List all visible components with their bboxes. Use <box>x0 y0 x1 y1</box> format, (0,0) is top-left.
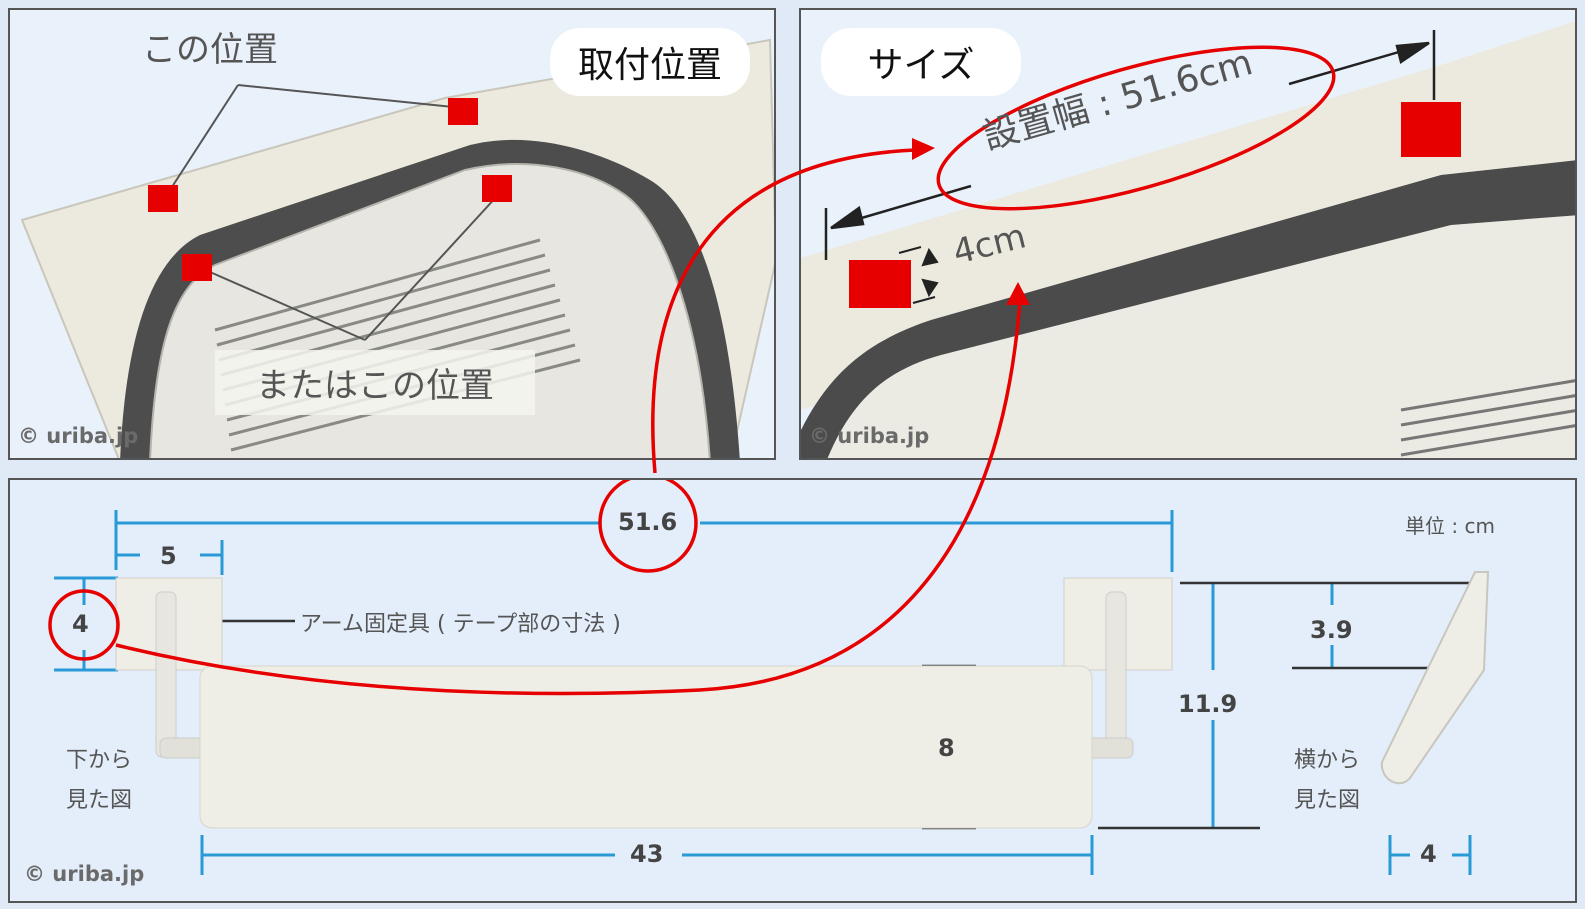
badge-mounting-position: 取付位置 <box>550 28 750 96</box>
badge-size: サイズ <box>821 28 1021 96</box>
copyright-1: © uriba.jp <box>18 424 139 448</box>
mounting-position-photo: この位置 取付位置 またはこの位置 © uriba.jp <box>8 8 776 460</box>
marker-right-outer <box>448 98 478 125</box>
deflector-panel <box>199 665 1093 829</box>
dimension-drawing: 51.6 5 4 アーム固定具 ( テープ部の寸法 ) 単位 : cm 8 43… <box>8 478 1577 903</box>
size-photo: サイズ 設置幅 : 51.6cm 4cm © uriba.jp <box>799 8 1577 460</box>
dim-side-bottom: 4 <box>1420 840 1437 868</box>
dimension-lines <box>48 480 1490 875</box>
label-alt-position: またはこの位置 <box>215 350 535 415</box>
marker-left-inner <box>182 254 212 281</box>
dim-side-top: 3.9 <box>1310 616 1353 644</box>
dim-tape-height: 4 <box>72 610 89 638</box>
view-bottom-line2: 見た図 <box>66 788 133 813</box>
dim-total-height: 11.9 <box>1178 690 1238 718</box>
marker-size-left <box>849 260 911 308</box>
marker-right-inner <box>482 175 512 202</box>
dim-tape-width: 5 <box>160 542 177 570</box>
dim-panel-width: 43 <box>630 840 664 868</box>
unit-label: 単位 : cm <box>1405 514 1495 538</box>
marker-left-outer <box>148 185 178 212</box>
view-side-line1: 横から <box>1294 748 1361 773</box>
view-bottom-line1: 下から <box>66 748 133 773</box>
dim-total-width: 51.6 <box>618 508 678 536</box>
marker-size-right <box>1401 102 1461 157</box>
label-this-position: この位置 <box>142 30 278 70</box>
view-side-line2: 見た図 <box>1294 788 1361 813</box>
tape-note: アーム固定具 ( テープ部の寸法 ) <box>300 612 621 637</box>
side-view-shape <box>1380 571 1490 785</box>
copyright-3: © uriba.jp <box>24 862 145 886</box>
dim-panel-height: 8 <box>938 734 955 762</box>
copyright-2: © uriba.jp <box>809 424 930 448</box>
